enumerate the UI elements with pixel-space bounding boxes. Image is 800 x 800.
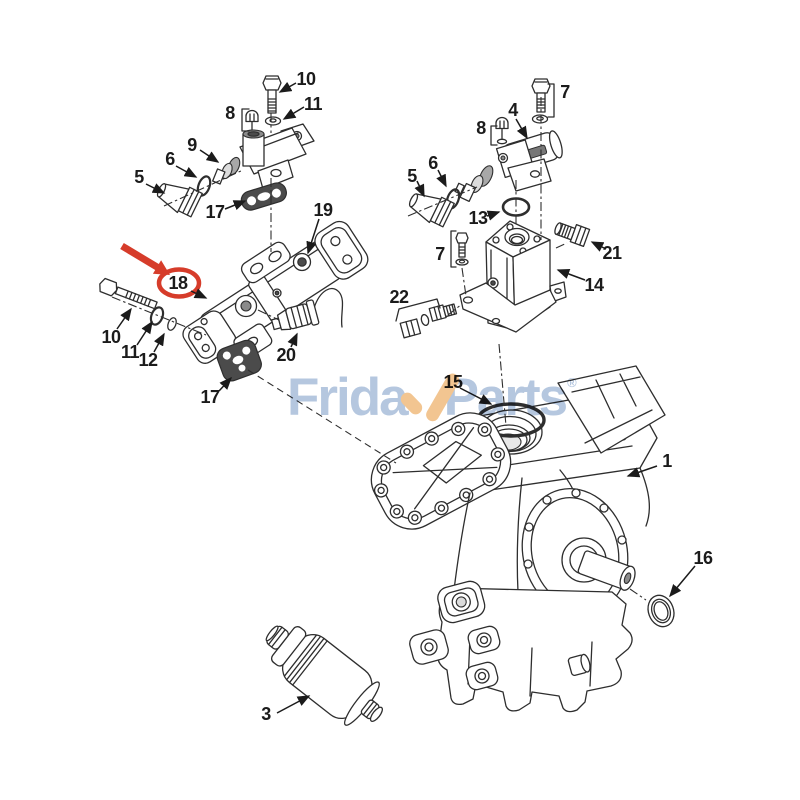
callout-label-20: 20 <box>276 345 296 365</box>
bracket-22 <box>395 298 441 322</box>
callout-arrow-1 <box>626 465 658 478</box>
callout-label-17: 17 <box>200 387 220 407</box>
callout-arrow-6 <box>436 169 447 188</box>
assembly-center-lines <box>111 97 647 601</box>
callout-arrow-12 <box>153 332 165 353</box>
callout-arrow-4 <box>515 118 528 140</box>
callout-label-18: 18 <box>168 273 188 293</box>
callout-label-16: 16 <box>693 548 713 568</box>
callout-label-10: 10 <box>296 69 316 89</box>
callout-label-8: 8 <box>225 103 235 123</box>
part-20-sensor <box>270 287 344 331</box>
callout-label-12: 12 <box>138 350 158 370</box>
callout-label-9: 9 <box>187 135 197 155</box>
part-21-fitting <box>554 222 591 248</box>
watermark-fridayparts: Frida Parts® <box>287 368 577 427</box>
callout-brackets <box>241 83 555 322</box>
part-22-kit <box>399 303 458 339</box>
callout-label-5: 5 <box>134 167 144 187</box>
part-19-plug <box>292 252 312 272</box>
callout-arrow-10 <box>116 307 132 330</box>
callout-label-14: 14 <box>584 275 604 295</box>
callout-label-6: 6 <box>165 149 175 169</box>
part-8-cap-nut-right <box>495 116 509 145</box>
callout-arrow-5 <box>145 183 166 194</box>
callout-arrow-17 <box>224 200 247 211</box>
left-cylinder-head <box>370 412 512 530</box>
callout-arrow-21 <box>590 241 605 252</box>
assembly-service-valve-right <box>399 78 591 339</box>
callout-label-4: 4 <box>508 100 518 120</box>
callout-label-17: 17 <box>205 202 225 222</box>
part-12-oring <box>167 317 177 331</box>
drain-plug <box>567 653 591 677</box>
callout-arrow-6 <box>175 165 198 178</box>
red-arrow <box>120 243 170 275</box>
bracket-8-left <box>241 108 250 132</box>
callout-arrow-18 <box>190 288 208 299</box>
callout-arrow-11 <box>282 106 305 120</box>
bearing-plate <box>521 487 636 617</box>
callout-label-19: 19 <box>313 200 333 220</box>
callout-arrow-16 <box>669 565 696 598</box>
crankshaft <box>577 550 636 591</box>
assembly-manifold <box>99 220 369 382</box>
callout-arrow-20 <box>287 332 298 348</box>
oil-sight-glass <box>437 580 486 624</box>
assembly-service-valve-left <box>156 75 315 218</box>
callout-arrow-3 <box>276 695 311 714</box>
callout-label-3: 3 <box>261 704 271 724</box>
part-3-filter-drier <box>265 625 383 726</box>
part-16-shaft-seal <box>647 594 675 628</box>
watermark-word-b: Parts <box>443 368 569 427</box>
callout-arrow-19 <box>306 218 320 255</box>
bracket-7-lower <box>450 230 457 268</box>
part-5-fitting <box>156 183 203 218</box>
bracket-7-upper <box>547 83 555 118</box>
part-14-adapter-block <box>459 220 567 333</box>
part-7-bolt-lower <box>455 232 469 266</box>
callout-label-13: 13 <box>468 208 488 228</box>
highlight-ellipse <box>156 267 202 299</box>
callout-label-7: 7 <box>560 82 570 102</box>
watermark-word-a: Frida <box>287 368 409 427</box>
part-11-lock-washer <box>149 306 165 326</box>
part-17-gasket-lower <box>216 339 262 382</box>
callout-label-11: 11 <box>304 94 323 114</box>
part-11-washer <box>264 116 282 126</box>
part-10-bolt-side <box>99 277 158 310</box>
callout-label-8: 8 <box>476 118 486 138</box>
callout-arrow-14 <box>556 268 586 281</box>
callout-label-6: 6 <box>428 153 438 173</box>
callout-label-21: 21 <box>602 243 622 263</box>
callout-label-1: 1 <box>662 451 672 471</box>
oil-pan <box>409 580 633 713</box>
callout-arrow-5 <box>414 180 425 198</box>
part-10-bolt <box>262 75 282 114</box>
registered-mark: ® <box>567 375 577 390</box>
callout-label-10: 10 <box>101 327 121 347</box>
callout-label-11: 11 <box>121 342 140 362</box>
callout-arrow-9 <box>199 149 220 163</box>
callout-label-7: 7 <box>435 244 445 264</box>
check-swoosh-icon <box>408 377 441 417</box>
part-1-compressor-body <box>370 365 666 713</box>
callout-label-22: 22 <box>389 287 409 307</box>
right-cylinder-head <box>557 365 666 454</box>
callout-arrow-11 <box>136 320 153 346</box>
callout-label-5: 5 <box>407 166 417 186</box>
part-17-gasket <box>240 182 287 211</box>
callout-arrow-17 <box>218 376 233 392</box>
callout-arrow-13 <box>486 210 501 221</box>
part-9-valve-body <box>212 123 315 190</box>
sensor-wire <box>313 287 344 328</box>
bracket-8-right <box>490 125 498 146</box>
part-4-valve-body <box>454 130 563 203</box>
red-highlight <box>120 243 202 299</box>
callout-arrow-10 <box>278 81 297 93</box>
callout-arrow-15 <box>459 387 493 405</box>
